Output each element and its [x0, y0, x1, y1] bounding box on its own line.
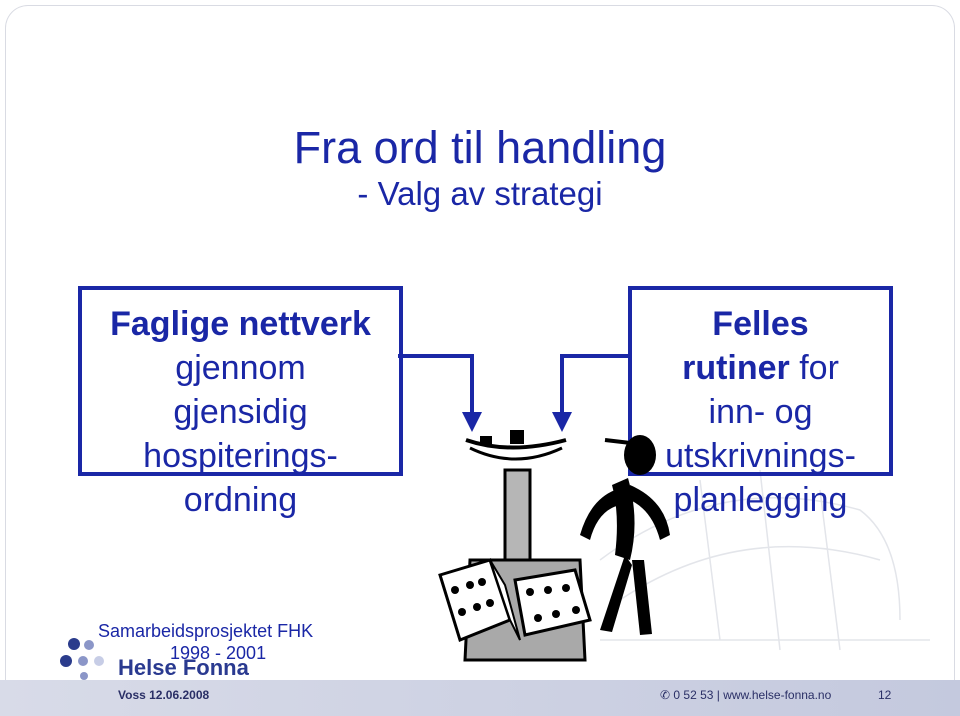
- dice-illustration: [438, 558, 592, 642]
- project-line-2: 1998 - 2001: [170, 643, 267, 663]
- left-box-line-1: Faglige nettverk: [110, 305, 371, 343]
- title-line-2: - Valg av strategi: [357, 175, 603, 212]
- footer-contact: ✆ 0 52 53 | www.helse-fonna.no: [660, 688, 832, 702]
- arrow-icon: [462, 412, 482, 432]
- title-line-1: Fra ord til handling: [293, 122, 667, 173]
- logo-text: Helse Fonna: [118, 655, 249, 680]
- person-illustration: [580, 435, 670, 635]
- left-box-line-2: gjennom: [175, 349, 306, 387]
- right-box-line-3: inn- og: [708, 393, 813, 431]
- left-box-line-5: ordning: [183, 481, 298, 519]
- right-box-line-5: planlegging: [673, 481, 848, 519]
- footer-bar: Voss 12.06.2008 ✆ 0 52 53 | www.helse-fo…: [0, 680, 960, 716]
- right-text-box: Felles rutiner for inn- og utskrivnings-…: [628, 286, 893, 519]
- right-box-line-1: Felles: [712, 305, 809, 343]
- left-text-box: Faglige nettverk gjennom gjensidig hospi…: [78, 286, 403, 519]
- footer-date: Voss 12.06.2008: [118, 688, 210, 702]
- project-line-1: Samarbeidsprosjektet FHK: [98, 621, 314, 641]
- left-box-line-4: hospiterings-: [143, 437, 338, 475]
- right-box-line-2: rutiner for: [572, 346, 949, 390]
- right-box-line-4: utskrivnings-: [665, 437, 856, 475]
- right-box-line-2-bold: rutiner: [682, 349, 790, 387]
- page-number: 12: [878, 688, 892, 702]
- project-label: Samarbeidsprosjektet FHK 1998 - 2001: [98, 620, 313, 664]
- left-box-line-3: gjensidig: [173, 393, 308, 431]
- arrow-icon: [552, 412, 572, 432]
- right-box-line-2-rest: for: [789, 349, 839, 387]
- slide-title: Fra ord til handling - Valg av strategi: [0, 122, 960, 214]
